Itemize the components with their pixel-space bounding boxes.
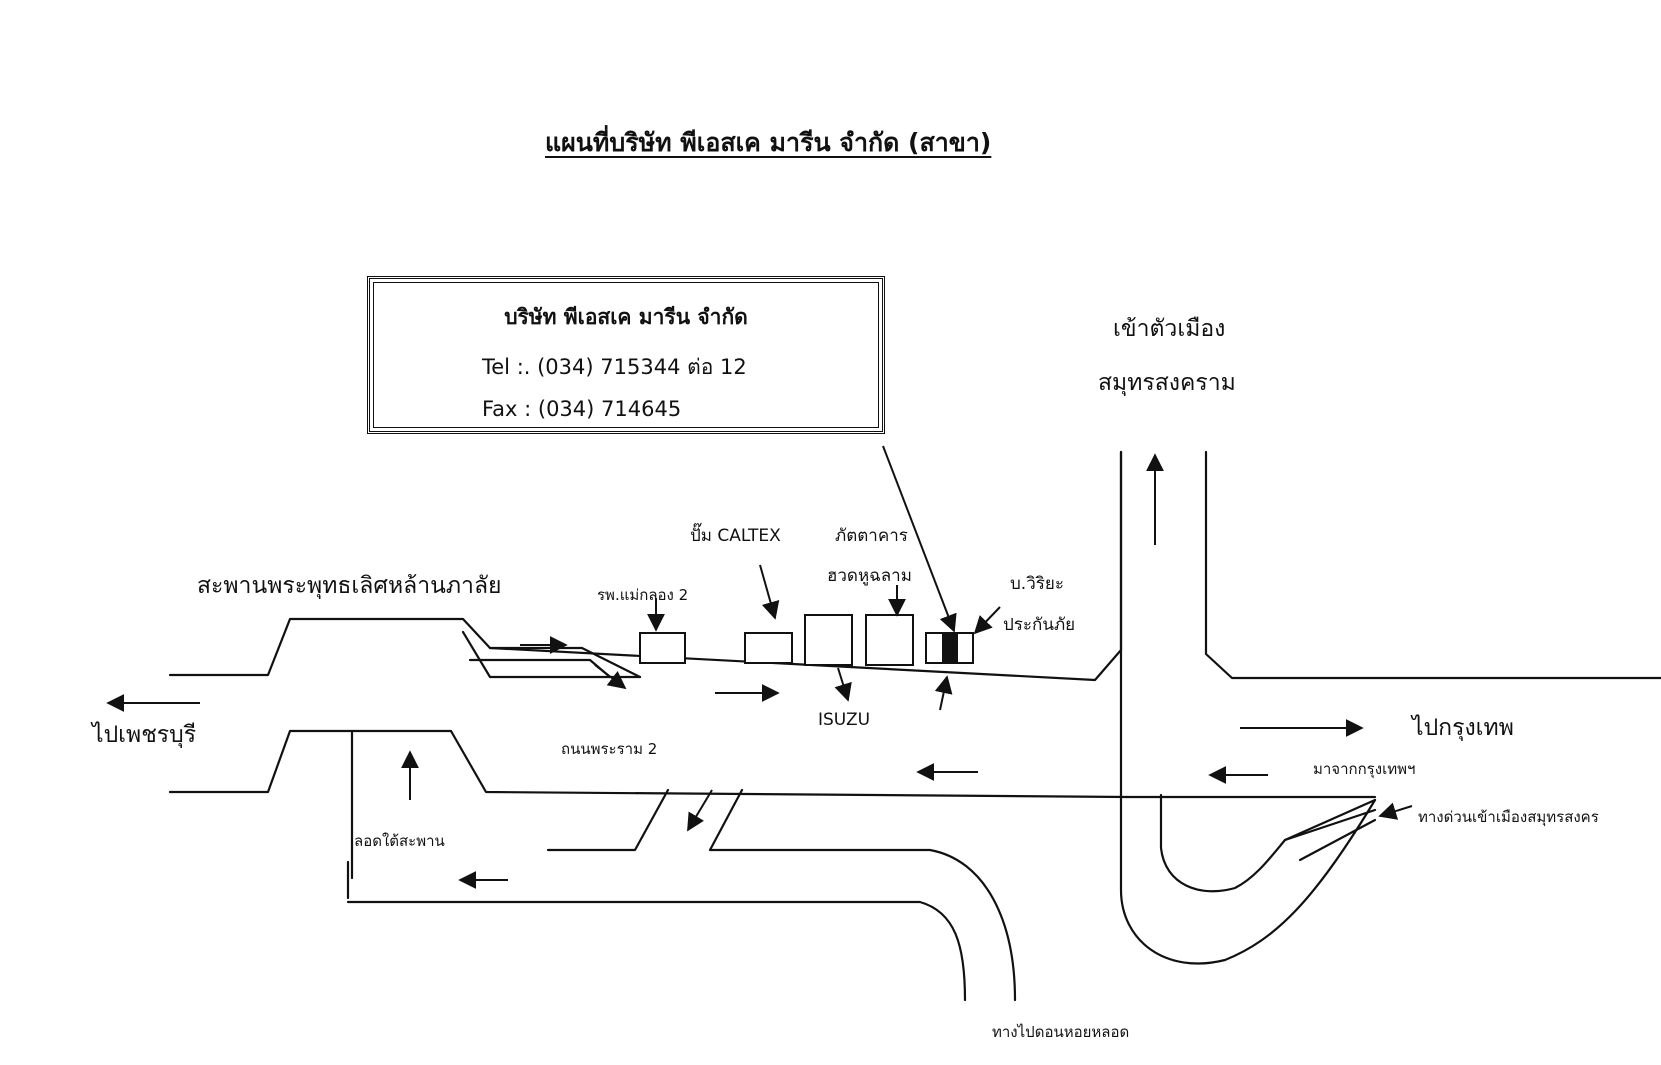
caltex-building <box>744 632 793 664</box>
label-caltex: ปั๊ม CALTEX <box>690 526 781 546</box>
hospital-building <box>639 632 686 664</box>
city-road-west-edge <box>1119 450 1377 965</box>
psk-marine-marker <box>942 633 958 663</box>
label-from-bangkok: มาจากกรุงเทพฯ <box>1313 760 1416 778</box>
label-underpass: ลอดใต้สะพาน <box>354 832 445 850</box>
company-info-box: บริษัท พีเอสเค มารีน จำกัด Tel :. (034) … <box>367 276 885 434</box>
label-to-city-2: สมุทรสงคราม <box>1098 370 1236 396</box>
arrow-expressway <box>1378 802 1413 820</box>
label-restaurant-2: ฮวดหูฉลาม <box>827 566 912 586</box>
arrow-psk-marine-entrance <box>934 675 953 711</box>
label-rama2-road: ถนนพระราม 2 <box>561 740 658 758</box>
side-road-edge <box>546 788 670 852</box>
label-hospital: รพ.แม่กลอง 2 <box>597 586 689 604</box>
isuzu-building <box>804 614 853 666</box>
bridge-ramp-edge <box>468 658 612 679</box>
map-title: แผนที่บริษัท พีเอสเค มารีน จำกัด (สาขา) <box>545 128 992 157</box>
label-insurance-2: ประกันภัย <box>1003 615 1076 635</box>
bridge-ramp-edge <box>488 646 642 679</box>
arrow-isuzu <box>834 667 852 702</box>
company-fax: Fax : (034) 714645 <box>482 397 682 421</box>
label-insurance-1: บ.วิริยะ <box>1010 574 1064 594</box>
expressway-edge <box>1298 818 1377 862</box>
label-restaurant-1: ภัตตาคาร <box>835 526 908 546</box>
label-bridge: สะพานพระพุทธเลิศหล้านภาลัย <box>197 573 502 599</box>
underpass-edge <box>346 900 967 1002</box>
label-to-don-hoi-lot: ทางไปดอนหอยหลอด <box>992 1023 1130 1041</box>
label-to-phetchaburi: ไปเพชรบุรี <box>92 722 197 748</box>
arrow-exit-south <box>687 789 713 832</box>
side-road-edge <box>708 788 1017 1002</box>
pointer-caltex <box>759 564 780 620</box>
label-to-city-1: เข้าตัวเมือง <box>1113 316 1226 342</box>
label-to-bangkok: ไปกรุงเทพ <box>1412 715 1514 741</box>
city-road-east-edge <box>1204 450 1661 680</box>
pointer-insurance <box>973 606 1001 635</box>
label-isuzu: ISUZU <box>818 710 871 730</box>
arrow-ramp-down <box>594 664 627 690</box>
pointer-info-box <box>882 445 957 633</box>
company-name: บริษัท พีเอสเค มารีน จำกัด <box>504 305 748 329</box>
label-expressway: ทางด่วนเข้าเมืองสมุทรสงคร <box>1418 808 1599 826</box>
rama2-road-south-edge <box>168 729 1129 799</box>
restaurant-building <box>865 614 914 666</box>
bridge-ramp-edge <box>461 630 642 679</box>
rama2-road-north-edge <box>168 450 1123 682</box>
city-road-inner <box>1159 793 1377 893</box>
expressway-edge <box>1283 808 1377 842</box>
company-phone: Tel :. (034) 715344 ต่อ 12 <box>482 355 747 379</box>
